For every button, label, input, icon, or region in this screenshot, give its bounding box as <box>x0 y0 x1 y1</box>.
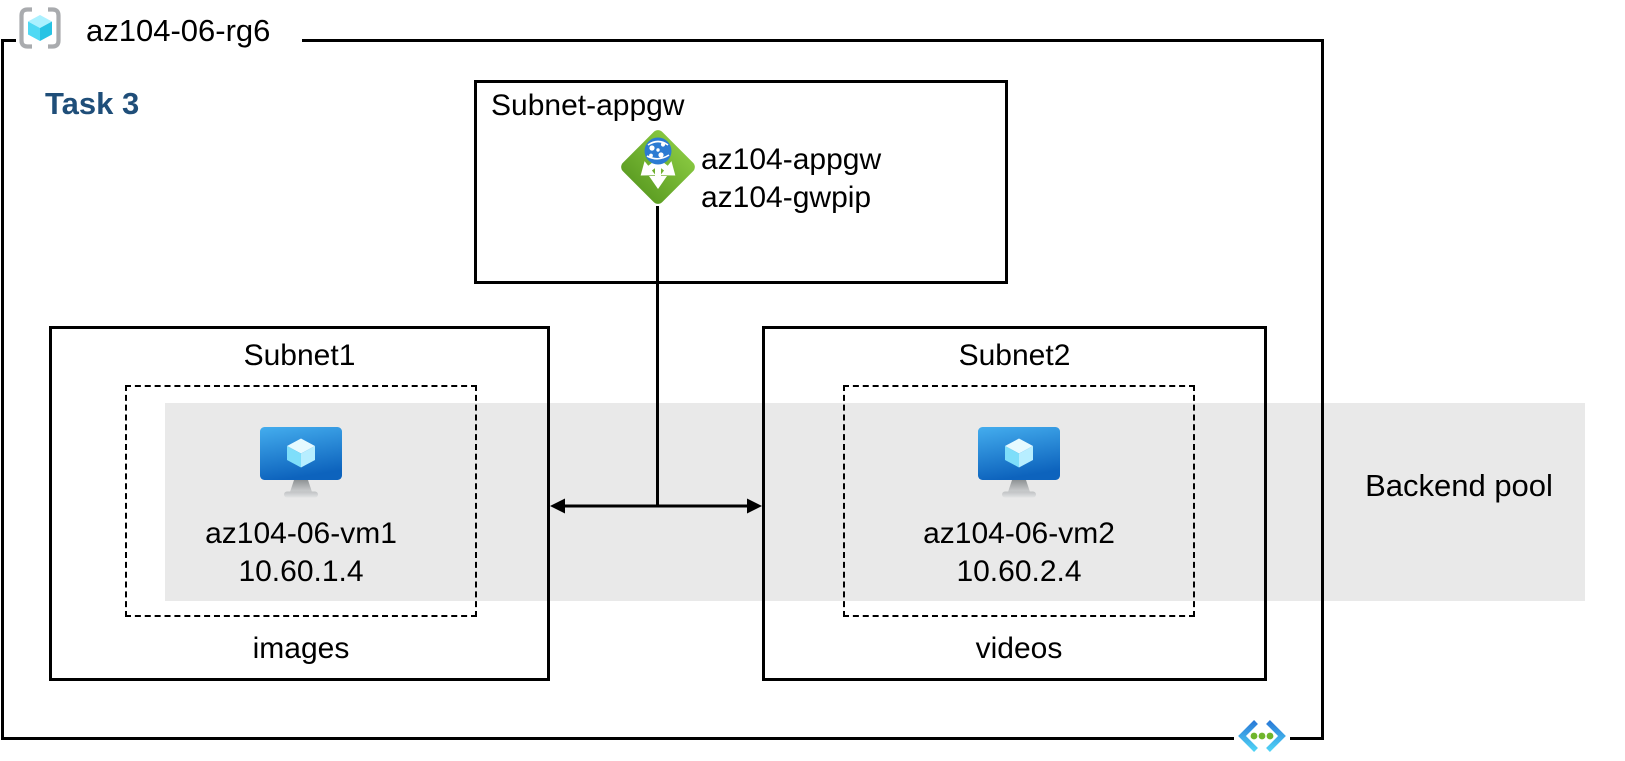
resource-group-icon <box>19 7 61 49</box>
vm1-name: az104-06-vm1 <box>205 517 397 550</box>
subnet1-title: Subnet1 <box>243 339 356 372</box>
subnet1-box: Subnet1 az104-06-vm1 10.60.1.4 images <box>49 326 550 681</box>
appgw-public-ip-name: az104-gwpip <box>701 181 872 214</box>
gateway-connector-line <box>656 206 659 506</box>
vm2-labels: az104-06-vm2 10.60.2.4 <box>869 515 1169 591</box>
vm2-name: az104-06-vm2 <box>923 517 1115 550</box>
task-heading: Task 3 <box>45 86 140 121</box>
application-gateway-labels: az104-appgw az104-gwpip <box>701 141 881 217</box>
subnet-appgw-box: Subnet-appgw <box>474 80 1008 284</box>
virtual-network-icon <box>1234 716 1290 756</box>
vm2-ip: 10.60.2.4 <box>956 555 1082 588</box>
subnet1-vm-dashed-group <box>125 385 477 617</box>
subnet-double-arrow <box>550 498 762 514</box>
vm1-labels: az104-06-vm1 10.60.1.4 <box>151 515 451 591</box>
virtual-machine-icon <box>259 426 343 498</box>
subnet2-caption: videos <box>975 632 1063 665</box>
subnet1-caption: images <box>252 632 350 665</box>
application-gateway-icon <box>621 130 695 204</box>
subnet2-box: Subnet2 az104-06-vm2 10.60.2.4 videos <box>762 326 1267 681</box>
backend-pool-label: Backend pool <box>1365 468 1553 503</box>
resource-group-name: az104-06-rg6 <box>86 13 271 48</box>
resource-group-border-gap <box>16 32 302 49</box>
subnet2-vm-dashed-group <box>843 385 1195 617</box>
resource-group-boundary <box>1 39 1324 740</box>
vm1-ip: 10.60.1.4 <box>238 555 364 588</box>
subnet2-title: Subnet2 <box>958 339 1071 372</box>
subnet-appgw-title: Subnet-appgw <box>491 89 685 122</box>
appgw-name: az104-appgw <box>701 143 882 176</box>
virtual-machine-icon <box>977 426 1061 498</box>
backend-pool-band <box>165 403 1585 601</box>
